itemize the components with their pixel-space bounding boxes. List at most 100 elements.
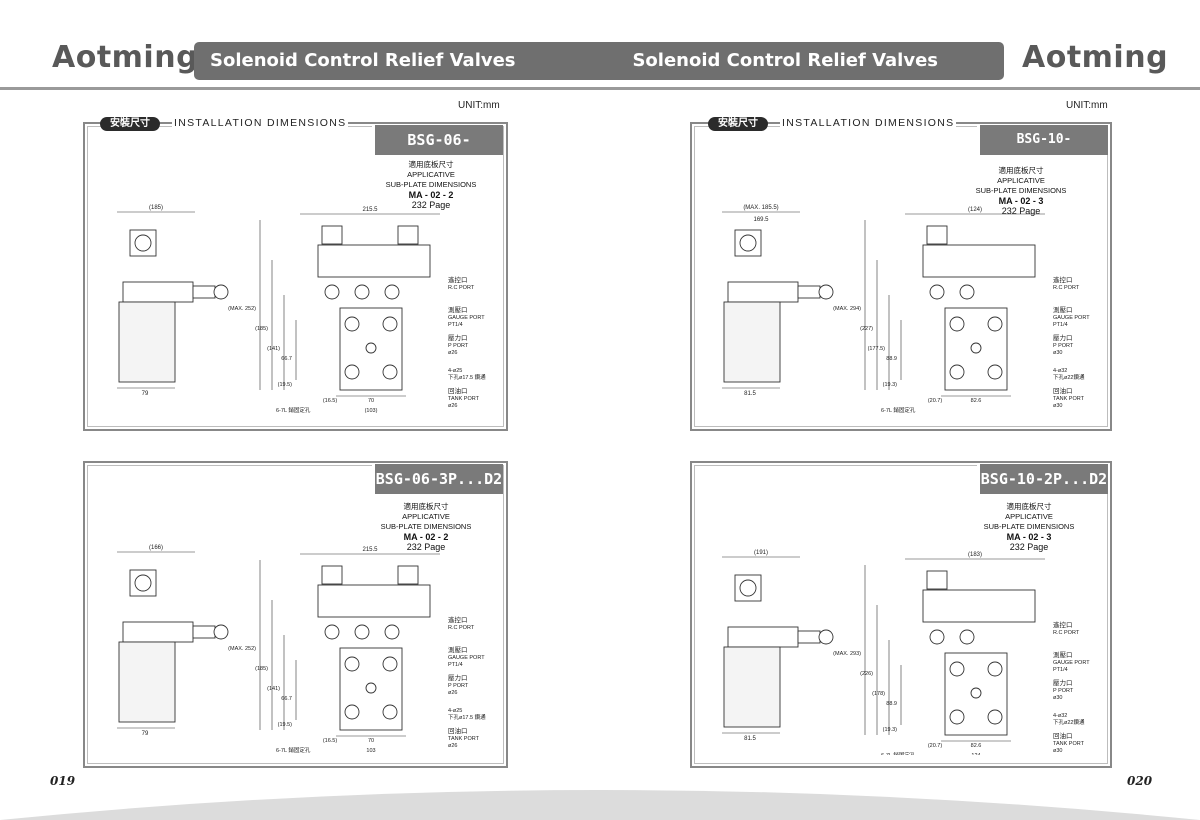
install-tag-right: 安裝尺寸 xyxy=(708,117,768,131)
port-hole xyxy=(382,656,398,672)
port-hole xyxy=(929,284,945,300)
dimension-label: ø30 xyxy=(1053,748,1062,754)
port-hole xyxy=(949,661,965,677)
subplate-code: MA - 02 - 2 xyxy=(403,532,449,542)
dimension-label: (141) xyxy=(267,686,280,692)
dimension-label: ø30 xyxy=(1053,695,1062,701)
drawing-body xyxy=(723,301,781,383)
dimension-label: 82.6 xyxy=(971,743,982,749)
drawing-body xyxy=(118,641,176,723)
dimension-label: (16.5) xyxy=(323,738,338,744)
dimension-label: 壓力口 xyxy=(448,673,468,682)
dimension-label: TANK PORT xyxy=(448,396,480,402)
dimension-label: (185) xyxy=(149,205,163,211)
drawing-body xyxy=(723,646,781,728)
footer-swoosh xyxy=(0,790,1200,820)
port-hole xyxy=(344,316,360,332)
drawing-body xyxy=(797,630,821,644)
model-label: BSG-06-2PN...D2 xyxy=(372,125,503,179)
page-title-left: Solenoid Control Relief Valves xyxy=(210,50,516,71)
dimension-label: 81.5 xyxy=(744,736,756,742)
dimension-label: (178) xyxy=(872,691,885,697)
drawing-body xyxy=(397,225,419,245)
drawing-body xyxy=(922,589,1036,623)
port-hole xyxy=(354,284,370,300)
drawing-body xyxy=(122,621,194,643)
port-hole xyxy=(344,364,360,380)
dimension-label: 70 xyxy=(368,398,374,404)
dimension-label: 下孔ø22鑽通 xyxy=(1053,373,1085,381)
port-hole xyxy=(382,704,398,720)
drawing-body xyxy=(922,244,1036,278)
dimension-label: 6-7L 銷固定孔 xyxy=(881,751,916,755)
dimension-label: ø26 xyxy=(448,350,457,356)
install-label-left: INSTALLATION DIMENSIONS xyxy=(172,117,349,129)
dimension-label: (141) xyxy=(267,346,280,352)
dimension-label: (103) xyxy=(365,408,378,414)
port-hole xyxy=(987,661,1003,677)
dimension-label: 回油口 xyxy=(1053,731,1073,740)
port-hole xyxy=(818,284,834,300)
subplate-en2: SUB-PLATE DIMENSIONS xyxy=(380,522,472,531)
drawing-body xyxy=(321,225,343,245)
port-hole xyxy=(382,364,398,380)
subplate-zh: 適用底板尺寸 xyxy=(403,502,449,511)
dimension-label: GAUGE PORT xyxy=(448,315,485,321)
dimension-label: 4-ø32 xyxy=(1053,368,1067,374)
dimension-label: 103 xyxy=(366,748,375,754)
brand-logo-left: Aotming xyxy=(52,40,199,75)
dimension-label: TANK PORT xyxy=(448,736,480,742)
dimension-label: R.C PORT xyxy=(1053,285,1080,291)
subplate-en2: SUB-PLATE DIMENSIONS xyxy=(983,522,1075,531)
port-hole xyxy=(949,364,965,380)
dimension-label: (177.5) xyxy=(868,346,886,352)
dimension-label: 88.9 xyxy=(886,356,897,362)
dimension-label: (MAX. 294) xyxy=(833,306,861,312)
port-hole xyxy=(344,704,360,720)
subplate-page: 232 Page xyxy=(1009,542,1049,552)
port-hole xyxy=(134,574,152,592)
drawing-body xyxy=(727,281,799,303)
port-hole xyxy=(818,629,834,645)
technical-drawing-3: (191)81.5(183)(MAX. 293)(226)(178)88.9(1… xyxy=(722,550,1090,755)
subplate-code: MA - 02 - 2 xyxy=(408,190,454,200)
subplate-page: 232 Page xyxy=(411,200,451,210)
model-label: BSG-06-3P...D2 xyxy=(372,464,503,494)
drawing-body xyxy=(317,244,431,278)
dimension-label: 壓力口 xyxy=(1053,333,1073,342)
dimension-label: (16.5) xyxy=(323,398,338,404)
dimension-label: PT1/4 xyxy=(1053,322,1068,328)
dimension-label: 遙控口 xyxy=(1053,275,1073,284)
dimension-label: GAUGE PORT xyxy=(1053,315,1090,321)
dimension-label: (MAX. 252) xyxy=(228,646,256,652)
dimension-label: 4-ø32 xyxy=(1053,713,1067,719)
dimension-label: ø26 xyxy=(448,743,457,749)
drawing-body xyxy=(727,626,799,648)
dimension-label: 66.7 xyxy=(281,696,292,702)
dimension-label: 6-7L 銷固定孔 xyxy=(276,746,311,754)
port-hole xyxy=(739,579,757,597)
dimension-label: ø26 xyxy=(448,403,457,409)
dimension-label: (19.5) xyxy=(278,382,293,388)
subplate-zh: 適用底板尺寸 xyxy=(1006,502,1052,511)
dimension-label: (226) xyxy=(860,671,873,677)
port-hole xyxy=(324,284,340,300)
dimension-label: 遙控口 xyxy=(448,615,468,624)
dimension-label: 回油口 xyxy=(1053,386,1073,395)
title-bar: Solenoid Control Relief Valves Solenoid … xyxy=(194,42,1004,80)
dimension-label: (20.7) xyxy=(928,398,943,404)
subplate-zh: 適用底板尺寸 xyxy=(998,166,1044,175)
port-hole xyxy=(987,709,1003,725)
subplate-info: 適用底板尺寸 APPLICATIVE SUB-PLATE DIMENSIONS … xyxy=(964,502,1094,552)
subplate-en1: APPLICATIVE xyxy=(1005,512,1053,521)
dimension-label: (183) xyxy=(968,552,982,558)
subplate-page: 232 Page xyxy=(1001,206,1041,216)
port-hole xyxy=(344,656,360,672)
dimension-label: (20.7) xyxy=(928,743,943,749)
dimension-label: 81.5 xyxy=(744,391,756,397)
dimension-label: 遙控口 xyxy=(1053,620,1073,629)
port-hole xyxy=(384,624,400,640)
drawing-body xyxy=(926,225,948,245)
port-hole xyxy=(987,364,1003,380)
